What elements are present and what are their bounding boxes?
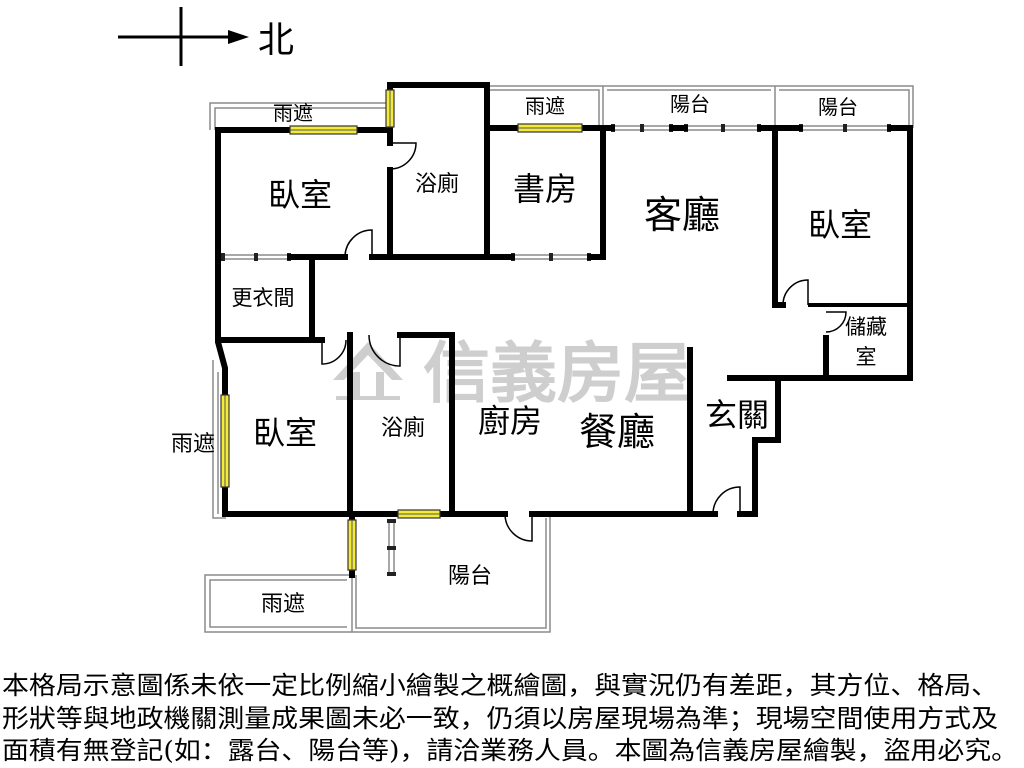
sliding-door	[611, 124, 673, 132]
room-label-storage-line2: 室	[856, 345, 877, 369]
room-label-bedroom-right: 臥室	[808, 206, 872, 244]
window	[220, 394, 230, 488]
window	[397, 509, 441, 519]
balcony-bottom-label: 陽台	[448, 564, 492, 589]
sliding-door	[684, 124, 761, 132]
window	[347, 519, 357, 571]
sliding-door	[511, 253, 591, 261]
room-label-entrance: 玄關	[705, 396, 769, 434]
watermark-text: 信義房屋	[423, 335, 691, 412]
room-label-bathroom-top: 浴廁	[415, 172, 459, 197]
window	[289, 125, 358, 135]
door-swing	[825, 311, 847, 333]
doors	[321, 142, 847, 542]
room-label-storage-line1: 儲藏	[845, 315, 887, 339]
rain-shelter-bottom-label: 雨遮	[261, 592, 305, 617]
door-swing	[389, 142, 417, 170]
sliding-door	[387, 519, 396, 576]
door-swing	[504, 513, 533, 542]
north-label: 北	[258, 20, 294, 61]
rain-shelter-top-left-outline	[209, 102, 390, 130]
room-label-walk-in-closet: 更衣間	[232, 286, 295, 310]
disclaimer: 本格局示意圖係未依一定比例縮小繪製之概繪圖，與實況仍有差距，其方位、格局、 形狀…	[2, 671, 1018, 765]
room-label-kitchen: 廚房	[478, 402, 542, 440]
balcony-top-right-label: 陽台	[818, 95, 858, 119]
disclaimer-line: 本格局示意圖係未依一定比例縮小繪製之概繪圖，與實況仍有差距，其方位、格局、	[2, 671, 998, 700]
sliding-door	[221, 253, 291, 261]
outdoor-outlines	[204, 85, 914, 633]
door-swing	[344, 229, 373, 258]
door-swing	[368, 334, 401, 367]
rain-shelter-top-label: 雨遮	[525, 94, 565, 118]
windows	[220, 89, 583, 571]
door-swing	[321, 339, 347, 365]
rain-shelter-top-left-label: 雨遮	[273, 101, 313, 125]
disclaimer-line: 形狀等與地政機關測量成果圖未必一致，仍須以房屋現場為準；現場空間使用方式及	[2, 704, 998, 733]
window	[517, 123, 583, 133]
room-label-dining-room: 餐廳	[579, 410, 655, 454]
north-arrow-icon	[118, 7, 249, 66]
room-label-living-room: 客廳	[644, 193, 720, 237]
rain-shelter-left-label: 雨遮	[171, 432, 215, 457]
room-label-bathroom-bottom: 浴廁	[381, 416, 425, 441]
sliding-door	[799, 124, 891, 132]
disclaimer-line: 面積有無登記(如：露台、陽台等)，請洽業務人員。本圖為信義房屋繪製，盜用必究。	[2, 736, 1018, 765]
rain-shelter-left-outline	[212, 360, 226, 519]
balcony-top-right-outline	[775, 85, 914, 128]
walls	[215, 82, 913, 578]
entrance-door-swing	[712, 486, 741, 515]
door-swing	[782, 279, 809, 306]
room-label-bedroom-top-left: 臥室	[268, 176, 332, 214]
room-label-study: 書房	[513, 170, 577, 208]
room-label-bedroom-bottom-left: 臥室	[253, 414, 317, 452]
balcony-top-label: 陽台	[670, 92, 710, 116]
window	[385, 89, 395, 128]
rain-shelter-bottom-outline	[204, 574, 352, 633]
